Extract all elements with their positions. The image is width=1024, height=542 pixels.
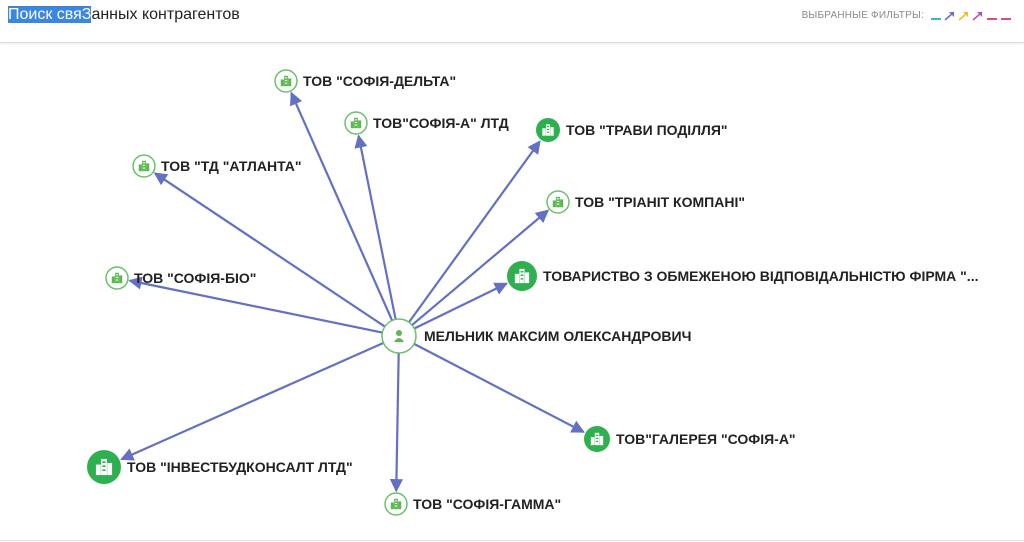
graph-node-company[interactable]: ТОВ"ГАЛЕРЕЯ "СОФІЯ-А" — [584, 426, 796, 452]
node-label: ТОВ "ІНВЕСТБУДКОНСАЛТ ЛТД" — [127, 459, 353, 475]
building-icon — [350, 117, 362, 129]
header-bar: Поиск свяЗанных контрагентов ВЫБРАННЫЕ Ф… — [0, 0, 1024, 43]
graph-edge — [120, 341, 384, 461]
graph-edge — [408, 140, 541, 323]
graph-node-company[interactable]: ТОВ "ТРАВИ ПОДІЛЛЯ" — [536, 118, 728, 142]
graph-node-company[interactable]: ТОВ "СОФІЯ-ГАММА" — [384, 492, 561, 516]
node-label: ТОВ"СОФІЯ-А" ЛТД — [373, 115, 509, 131]
graph-edge — [290, 91, 394, 321]
filter-chip-dash-icon[interactable] — [1000, 11, 1012, 21]
graph-edge — [389, 352, 404, 493]
node-label: ТОВАРИСТВО З ОБМЕЖЕНОЮ ВІДПОВІДАЛЬНІСТЮ … — [543, 268, 978, 284]
node-label: ТОВ "ТРАВИ ПОДІЛЛЯ" — [566, 122, 728, 138]
selected-filters: ВЫБРАННЫЕ ФИЛЬТРЫ: — [802, 10, 1012, 21]
node-label: ТОВ"ГАЛЕРЕЯ "СОФІЯ-А" — [616, 431, 796, 447]
title-rest-text: анных контрагентов — [91, 6, 240, 23]
graph-node-company[interactable]: ТОВ "СОФІЯ-БІО" — [105, 266, 256, 290]
filter-chip-arrow-icon[interactable] — [958, 11, 970, 21]
filter-chip-dash-icon[interactable] — [986, 11, 998, 21]
graph-edge — [153, 172, 386, 328]
building-icon — [542, 124, 554, 136]
graph-edges — [120, 91, 585, 493]
bottom-divider — [0, 540, 1024, 541]
node-label: ТОВ "ТД "АТЛАНТА" — [161, 158, 302, 174]
building-icon — [590, 432, 604, 446]
building-icon — [280, 75, 292, 87]
building-icon — [552, 196, 564, 208]
graph-node-company[interactable]: ТОВ "ТРІАНІТ КОМПАНІ" — [546, 190, 745, 214]
filters-label: ВЫБРАННЫЕ ФИЛЬТРЫ: — [801, 10, 924, 21]
building-icon — [95, 458, 113, 476]
graph-node-company[interactable]: ТОВ "ІНВЕСТБУДКОНСАЛТ ЛТД" — [87, 450, 353, 484]
graph-nodes: ТОВ "СОФІЯ-ДЕЛЬТА" ТОВ"СОФІЯ-А" ЛТД ТОВ "Т… — [87, 69, 978, 516]
node-label: ТОВ "СОФІЯ-ДЕЛЬТА" — [303, 73, 456, 89]
graph-node-company[interactable]: ТОВ "СОФІЯ-ДЕЛЬТА" — [274, 69, 456, 93]
building-icon — [138, 160, 150, 172]
title-selected-text: Поиск свяЗ — [8, 6, 92, 23]
graph-node-company[interactable]: ТОВАРИСТВО З ОБМЕЖЕНОЮ ВІДПОВІДАЛЬНІСТЮ … — [507, 261, 978, 291]
graph-edge — [413, 282, 508, 330]
filter-chip-dash-icon[interactable] — [930, 11, 942, 21]
person-icon — [394, 330, 404, 342]
page-title: Поиск свяЗанных контрагентов — [8, 6, 240, 24]
filter-chip-arrow-icon[interactable] — [972, 11, 984, 21]
graph-node-person[interactable]: МЕЛЬНИК МАКСИМ ОЛЕКСАНДРОВИЧ — [381, 318, 691, 354]
node-label: ТОВ "СОФІЯ-ГАММА" — [413, 496, 561, 512]
node-label: ТОВ "СОФІЯ-БІО" — [134, 270, 256, 286]
filter-chips — [928, 11, 1012, 21]
node-label: ТОВ "ТРІАНІТ КОМПАНІ" — [575, 194, 745, 210]
graph-edge — [128, 276, 383, 334]
center-node-label: МЕЛЬНИК МАКСИМ ОЛЕКСАНДРОВИЧ — [424, 328, 691, 344]
graph-node-company[interactable]: ТОВ"СОФІЯ-А" ЛТД — [344, 111, 509, 135]
filter-chip-arrow-icon[interactable] — [944, 11, 956, 21]
graph-edge — [413, 342, 585, 434]
graph-edge — [411, 209, 550, 326]
graph-node-company[interactable]: ТОВ "ТД "АТЛАНТА" — [132, 154, 302, 178]
building-icon — [111, 272, 123, 284]
graph-edge — [354, 134, 397, 320]
building-icon — [390, 498, 402, 510]
building-icon — [514, 268, 530, 284]
